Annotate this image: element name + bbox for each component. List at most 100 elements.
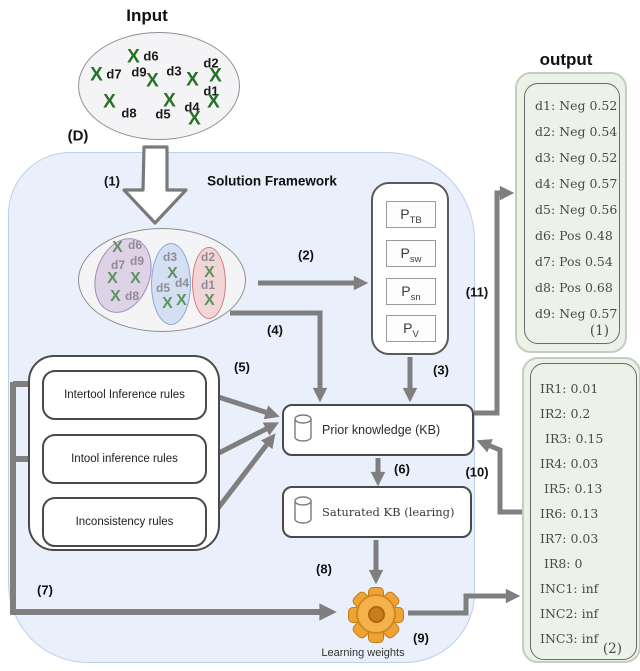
rule-inconsistency-label: Inconsistency rules <box>75 516 174 528</box>
cluster-x-d7: X <box>107 270 118 287</box>
x-mark-d2: X <box>209 65 222 87</box>
p-tb-box: PTB <box>386 201 436 228</box>
arrow-step11 <box>474 185 515 416</box>
output-entry: d6: Pos 0.48 <box>535 228 613 243</box>
gear-caption: Learning weights <box>321 647 405 659</box>
input-set-label: (D) <box>67 127 89 145</box>
input-label-d7: d7 <box>106 66 122 82</box>
cluster-label-d3: d3 <box>162 250 178 264</box>
input-label-d8: d8 <box>121 105 137 121</box>
cluster-x-d1: X <box>204 292 215 309</box>
step-label-5: (5) <box>234 359 250 375</box>
input-ellipse <box>78 32 240 140</box>
output-panel-2-inner: IR1: 0.01 IR2: 0.2 IR3: 0.15 IR4: 0.03 I… <box>530 363 637 660</box>
saturated-kb-box: Saturated KB (learing) <box>282 486 472 538</box>
rule-intertool-label: Intertool Inference rules <box>64 389 185 401</box>
rule-inconsistency: Inconsistency rules <box>42 497 207 547</box>
output-entry: IR2: 0.2 <box>540 406 591 421</box>
probability-stack: PTB Psw Psn PV <box>371 182 449 355</box>
cluster-label-d1: d1 <box>200 278 216 292</box>
p-v-base: P <box>403 320 413 336</box>
x-mark-d8: X <box>103 91 116 113</box>
output-entry: d8: Pos 0.68 <box>535 280 613 295</box>
output-panel-2: IR1: 0.01 IR2: 0.2 IR3: 0.15 IR4: 0.03 I… <box>522 357 640 663</box>
prior-knowledge-label: Prior knowledge (KB) <box>322 423 441 437</box>
p-tb-base: P <box>400 206 410 222</box>
input-label-d9: d9 <box>131 64 147 80</box>
output-entry: d2: Neg 0.54 <box>535 124 618 139</box>
p-v-sub: V <box>412 328 419 340</box>
cluster-label-d4: d4 <box>174 276 190 290</box>
output-panel-1: d1: Neg 0.52 d2: Neg 0.54 d3: Neg 0.52 d… <box>515 72 627 353</box>
output-panel-1-inner: d1: Neg 0.52 d2: Neg 0.54 d3: Neg 0.52 d… <box>524 83 620 344</box>
x-mark-d5: X <box>163 90 176 112</box>
step-label-8: (8) <box>316 561 332 577</box>
x-mark-d4: X <box>188 108 201 130</box>
output-entry: INC2: inf <box>540 606 599 621</box>
cluster-x-d3: X <box>167 265 178 282</box>
output-entry: IR7: 0.03 <box>540 531 599 546</box>
output-entry: d7: Pos 0.54 <box>535 254 613 269</box>
cluster-red <box>192 247 226 319</box>
output-panel-1-tag: (1) <box>589 323 609 339</box>
step-label-6: (6) <box>394 461 410 477</box>
input-label-d3: d3 <box>166 63 182 79</box>
output-entry: d9: Neg 0.57 <box>535 306 618 321</box>
p-sw-box: Psw <box>386 240 436 267</box>
x-mark-d3: X <box>186 69 199 91</box>
output-title: output <box>539 50 593 69</box>
step-label-1: (1) <box>104 173 120 189</box>
step-label-4: (4) <box>267 322 283 338</box>
gear-hole <box>368 606 385 623</box>
output-entry: INC3: inf <box>540 631 599 646</box>
output-entry: d1: Neg 0.52 <box>535 98 618 113</box>
database-icon <box>293 413 313 448</box>
output-entry: INC1: inf <box>540 581 599 596</box>
input-label-d6: d6 <box>143 48 159 64</box>
output-entry: d4: Neg 0.57 <box>535 176 618 191</box>
rule-intool: Intool inference rules <box>42 434 207 484</box>
input-label-d2: d2 <box>203 55 219 71</box>
cluster-label-d5: d5 <box>155 281 171 295</box>
x-mark-d7: X <box>90 64 103 86</box>
gear-icon <box>345 586 409 644</box>
x-mark-d6: X <box>127 46 140 68</box>
output-panel-2-tag: (2) <box>602 641 622 657</box>
step-label-11: (11) <box>465 284 489 300</box>
cluster-x-d5: X <box>162 295 173 312</box>
x-mark-d9: X <box>146 70 159 92</box>
output-entry: IR1: 0.01 <box>540 381 599 396</box>
p-tb-sub: TB <box>409 214 422 226</box>
p-sw-sub: sw <box>409 253 422 265</box>
input-label-d1: d1 <box>203 83 219 99</box>
cluster-label-d2: d2 <box>200 250 216 264</box>
output-entry: IR3: 0.15 <box>545 431 604 446</box>
x-mark-d1: X <box>207 91 220 113</box>
cluster-x-d8: X <box>110 288 121 305</box>
p-sn-sub: sn <box>410 291 421 303</box>
prior-knowledge-box: Prior knowledge (KB) <box>282 404 474 456</box>
cluster-label-d6: d6 <box>127 238 143 252</box>
cluster-x-d9: X <box>130 270 141 287</box>
p-sn-box: Psn <box>386 278 436 305</box>
database-icon <box>293 495 313 530</box>
p-sw-base: P <box>400 245 410 261</box>
cluster-label-d9: d9 <box>129 254 145 268</box>
cluster-blue <box>151 243 191 325</box>
output-entry: d5: Neg 0.56 <box>535 202 618 217</box>
output-entry: IR8: 0 <box>544 556 583 571</box>
input-title: Input <box>126 6 168 25</box>
step-label-9: (9) <box>413 630 429 646</box>
framework-title: Solution Framework <box>207 173 337 189</box>
cluster-label-d7: d7 <box>110 258 126 272</box>
output-entry: d3: Neg 0.52 <box>535 150 618 165</box>
step-label-10: (10) <box>465 464 489 480</box>
cluster-label-d8: d8 <box>124 289 140 303</box>
output-entry: IR6: 0.13 <box>540 506 599 521</box>
rule-intool-label: Intool inference rules <box>71 453 178 465</box>
cluster-x-d6: X <box>112 239 123 256</box>
output-entry: IR4: 0.03 <box>540 456 599 471</box>
output-entry: IR5: 0.13 <box>544 481 603 496</box>
saturated-kb-label: Saturated KB (learing) <box>322 505 455 519</box>
